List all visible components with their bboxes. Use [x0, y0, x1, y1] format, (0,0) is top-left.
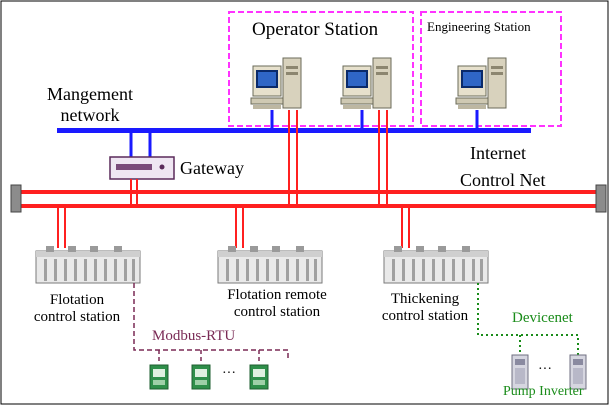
flotation-station-line2: control station [33, 309, 121, 326]
gateway-ports [116, 164, 152, 170]
thickening-station-label: Thickening control station [368, 291, 482, 326]
thickening-station-line2: control station [381, 308, 469, 325]
control-net-terminator-left [10, 184, 22, 213]
control-net-terminator-right [595, 184, 607, 213]
flotation-remote-station-line2: control station [233, 304, 321, 321]
thickening-station-line1: Thickening [390, 291, 460, 307]
flotation-station-label: Flotation control station [14, 292, 140, 327]
modbus-bus [133, 283, 289, 358]
gateway-led [159, 164, 165, 170]
modbus-ellipsis: ··· [222, 366, 236, 381]
management-network-line2: network [60, 104, 120, 125]
devicenet-label: Devicenet [512, 310, 573, 326]
operator-station-box [228, 11, 414, 127]
modbus-label: Modbus-RTU [152, 328, 236, 344]
control-bus-upper [20, 190, 599, 194]
flotation-station-line1: Flotation [49, 292, 105, 308]
modbus-device-3-icon [249, 364, 269, 390]
control-bus-lower [20, 204, 599, 208]
gateway-label: Gateway [180, 158, 244, 178]
engineering-station-box [420, 11, 562, 127]
flotation-remote-station-line1: Flotation remote [227, 287, 327, 303]
pump-inverter-label: Pump Inverter [503, 384, 584, 399]
flotation-plc-icon [35, 245, 141, 284]
management-network-line1: Mangement [47, 84, 133, 104]
engineering-station-label: Engineering Station [427, 19, 531, 34]
management-bus [57, 128, 531, 133]
engineering-pc-icon [455, 57, 507, 110]
management-network-label: Mangement network [30, 84, 150, 125]
devicenet-ellipsis: ··· [538, 362, 552, 377]
control-net-label: Control Net [460, 170, 546, 190]
thickening-plc-icon [383, 245, 489, 284]
devicenet-bus [477, 283, 579, 355]
flotation-remote-station-label: Flotation remote control station [210, 287, 344, 322]
operator-pc-2-icon [340, 57, 392, 110]
flotation-remote-plc-icon [217, 245, 323, 284]
internet-label: Internet [470, 143, 526, 163]
operator-station-label: Operator Station [252, 19, 379, 40]
modbus-device-1-icon [149, 364, 169, 390]
operator-pc-1-icon [250, 57, 302, 110]
modbus-device-2-icon [191, 364, 211, 390]
